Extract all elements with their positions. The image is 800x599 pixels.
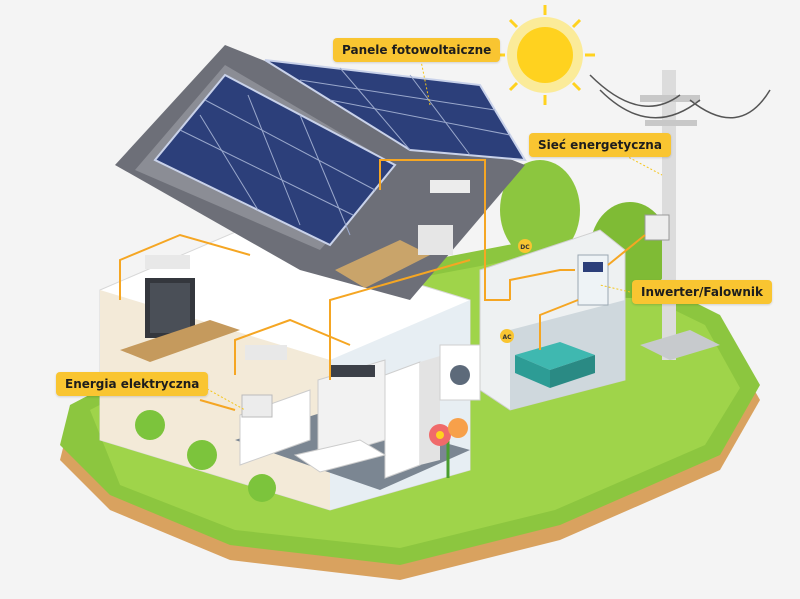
- wiring: [119, 159, 646, 411]
- bedroom: [335, 180, 470, 288]
- dc-badge: DC: [518, 239, 532, 253]
- battery-bank: [515, 342, 595, 388]
- ac-badge: AC: [500, 329, 514, 343]
- label-photovoltaic-panels: Panele fotowoltaiczne: [333, 38, 501, 62]
- svg-text:AC: AC: [502, 334, 512, 341]
- sun-icon: [495, 5, 595, 105]
- svg-text:DC: DC: [520, 244, 530, 251]
- flower-icon: [429, 418, 468, 478]
- kitchen: [239, 345, 386, 466]
- label-inverter: Inwerter/Falownik: [632, 280, 772, 304]
- label-power-grid: Sieć energetyczna: [529, 133, 671, 157]
- solar-panels: [153, 59, 527, 247]
- label-electric-energy: Energia elektryczna: [56, 372, 209, 396]
- bushes: [135, 410, 276, 502]
- living-room: [120, 255, 240, 362]
- inverter-device: [577, 254, 609, 306]
